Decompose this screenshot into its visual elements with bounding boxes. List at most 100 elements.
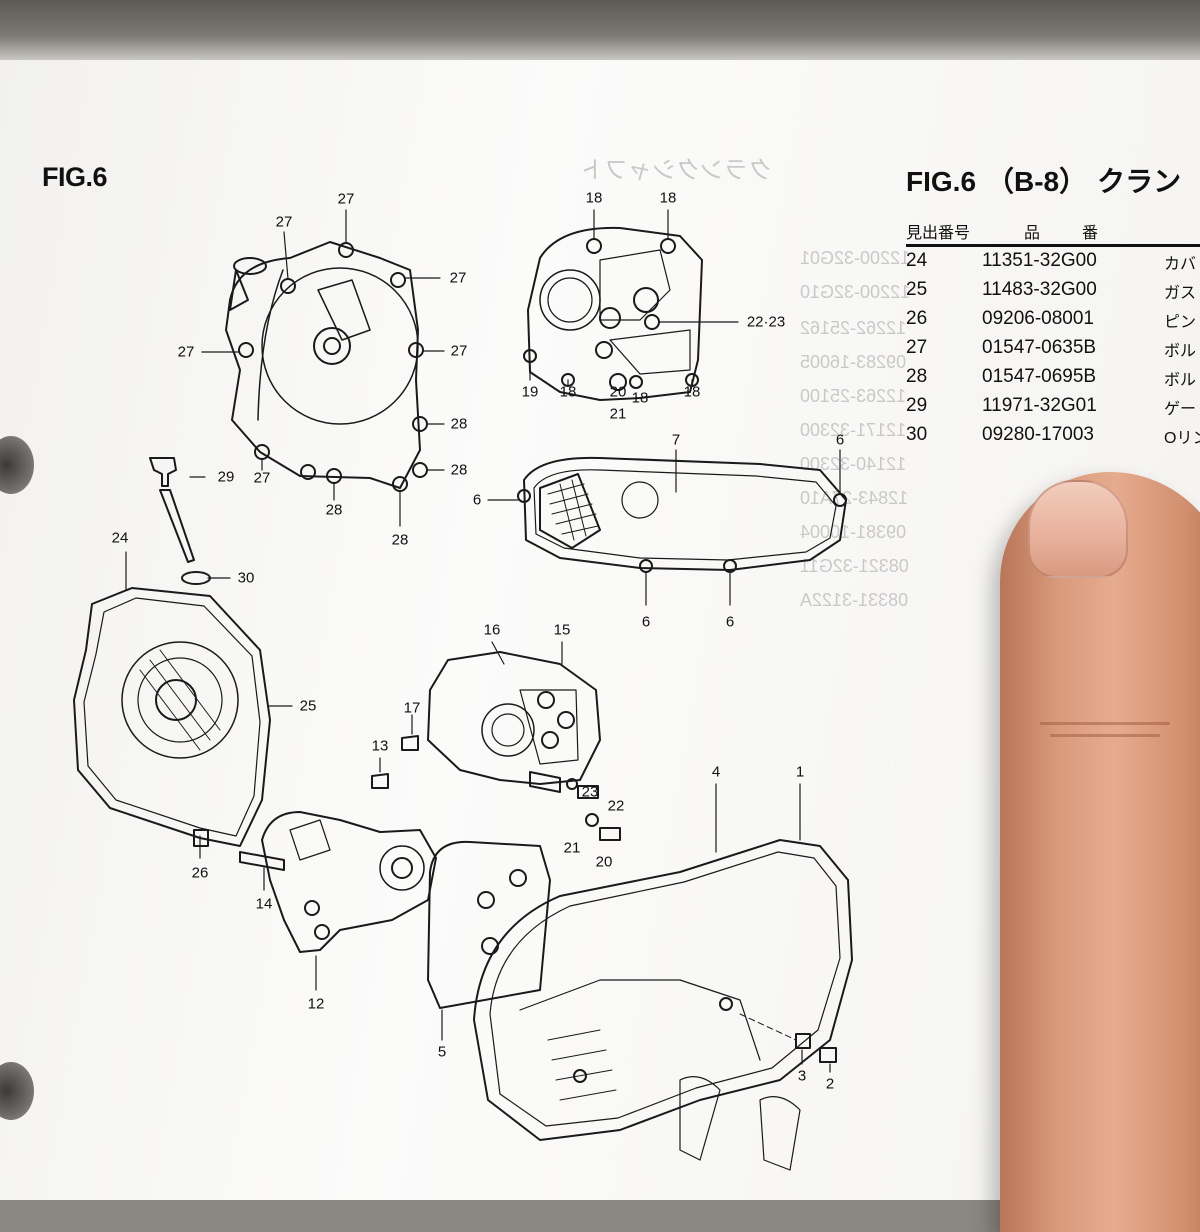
callout-label: 13	[371, 737, 389, 755]
callout-label: 27	[177, 343, 195, 361]
callout-label: 19	[521, 383, 539, 401]
leader-lines	[441, 783, 831, 1073]
part-name: ボル	[1164, 343, 1197, 360]
ref-number: 26	[906, 308, 928, 329]
knuckle-crease	[1050, 734, 1160, 737]
callout-label: 27	[450, 342, 468, 360]
part-number: 09206-08001	[982, 308, 1094, 329]
callout-label: 4	[711, 763, 721, 781]
leader-lines	[263, 867, 317, 991]
part-number: 01547-0635B	[982, 337, 1097, 358]
callout-label: 18	[631, 389, 649, 407]
ref-number: 24	[906, 250, 928, 271]
callout-label: 15	[553, 621, 571, 639]
part-name: ピン	[1164, 314, 1197, 331]
callout-label: 28	[325, 501, 343, 519]
o-ring-drawing	[181, 571, 211, 585]
callout-label: 29	[217, 468, 235, 486]
figure-section: （B-8）	[986, 166, 1088, 197]
callout-label: 27	[449, 269, 467, 287]
ref-number: 25	[906, 279, 928, 300]
callout-label: 18	[585, 189, 603, 207]
callout-label: 16	[483, 621, 501, 639]
ref-number: 30	[906, 424, 928, 445]
callout-label: 26	[191, 864, 209, 882]
fingernail	[1028, 480, 1128, 578]
part-name: ボル	[1164, 372, 1197, 389]
callout-label: 12	[307, 995, 325, 1013]
callout-label: 22	[607, 797, 625, 815]
washer-drawing	[585, 813, 599, 827]
knuckle-crease	[1040, 722, 1170, 725]
washer-drawing	[566, 778, 578, 790]
pump-housing-drawing	[261, 811, 437, 953]
long-bolt-drawing	[239, 851, 285, 871]
transmission-cover-drawing	[523, 226, 703, 401]
callout-label: 7	[671, 431, 681, 449]
ref-number: 27	[906, 337, 928, 358]
callout-label: 23	[581, 783, 599, 801]
clutch-cover-drawing	[225, 241, 428, 492]
dowel-drawing	[401, 735, 419, 751]
callout-label: 22·23	[746, 313, 786, 331]
column-header-ref-no: 見出番号	[906, 225, 971, 242]
crankcase-cover-drawing	[73, 587, 271, 847]
dipstick-drawing	[149, 457, 195, 563]
callout-label: 18	[683, 383, 701, 401]
callout-label: 25	[299, 697, 317, 715]
callout-label: 21	[563, 839, 581, 857]
exploded-parts-diagram	[73, 209, 853, 1171]
gearbox-casing-drawing	[427, 651, 601, 793]
leader-lines	[529, 209, 739, 387]
part-name: Oリン	[1164, 430, 1200, 447]
belt-cover-drawing	[517, 456, 847, 573]
figure-title-right: FIG.6（B-8）クラン	[906, 160, 1191, 200]
leader-lines	[379, 641, 563, 773]
callout-label: 28	[450, 461, 468, 479]
part-number: 01547-0695B	[982, 366, 1097, 387]
dowel-pin-drawing	[193, 829, 209, 847]
part-name: ガス	[1164, 285, 1197, 302]
ref-number: 28	[906, 366, 928, 387]
callout-label: 21	[609, 405, 627, 423]
dowel-drawing	[371, 773, 389, 789]
callout-label: 27	[275, 213, 293, 231]
part-name: カバ	[1164, 256, 1197, 273]
callout-label: 3	[797, 1067, 807, 1085]
ref-number: 29	[906, 395, 928, 416]
callout-label: 28	[391, 531, 409, 549]
part-number: 11483-32G00	[982, 279, 1097, 300]
callout-label: 18	[559, 383, 577, 401]
callout-label: 2	[825, 1075, 835, 1093]
column-header-part-no-2: 番	[1082, 225, 1099, 242]
fastener-drawing	[795, 1033, 837, 1063]
callout-label: 27	[337, 190, 355, 208]
part-name: ゲー	[1164, 401, 1197, 418]
column-header-part-no-1: 品	[1024, 225, 1041, 242]
callout-label: 1	[795, 763, 805, 781]
parts-table-header: 見出番号 品 番	[906, 214, 1200, 247]
leader-lines	[487, 449, 841, 606]
figure-title-left: FIG.6	[42, 162, 108, 192]
pointing-finger	[1000, 472, 1200, 1232]
callout-label: 20	[609, 383, 627, 401]
callout-label: 18	[659, 189, 677, 207]
callout-label: 24	[111, 529, 129, 547]
callout-label: 6	[725, 613, 735, 631]
callout-label: 17	[403, 699, 421, 717]
outer-cover-drawing	[427, 840, 551, 1009]
main-cover-drawing	[473, 839, 853, 1171]
callout-label: 27	[253, 469, 271, 487]
bolt-drawing	[577, 785, 621, 841]
page-edge-shadow	[0, 0, 1200, 60]
callout-label: 6	[641, 613, 651, 631]
assembly-axis	[739, 1013, 797, 1041]
callout-label: 20	[595, 853, 613, 871]
callout-label: 6	[835, 431, 845, 449]
callout-label: 6	[472, 491, 482, 509]
callout-label: 28	[450, 415, 468, 433]
part-number: 11971-32G01	[982, 395, 1097, 416]
callout-label: 14	[255, 895, 273, 913]
figure-group-name: クラン	[1097, 166, 1182, 197]
part-number: 09280-17003	[982, 424, 1094, 445]
